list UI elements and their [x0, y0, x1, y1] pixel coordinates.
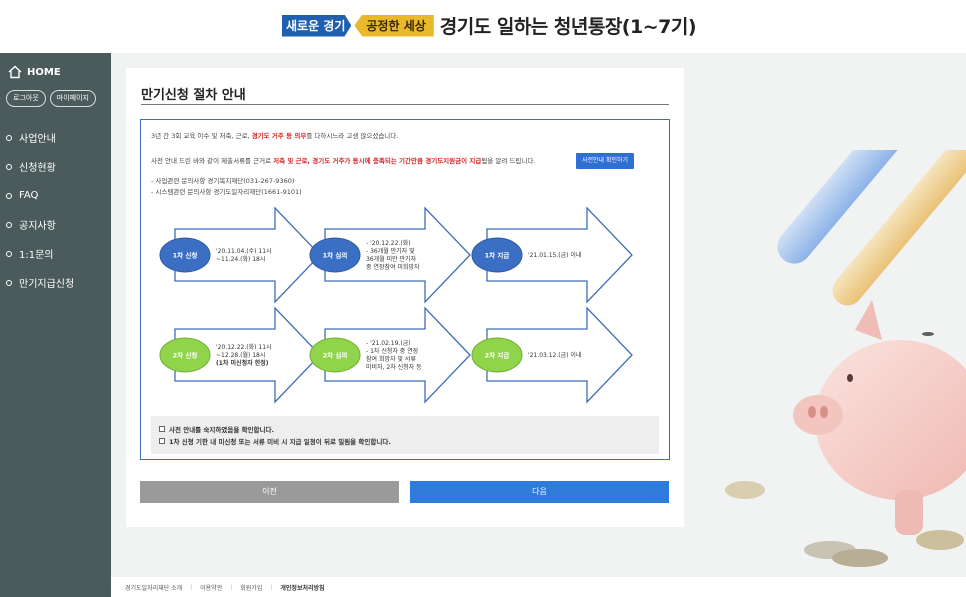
footer-separator: |: [230, 583, 233, 591]
contact-business: - 사업관련 문의사항 경기복지재단(031-267-9360): [151, 177, 295, 185]
flow-step-detail: 중 연장참여 미희망자: [366, 263, 420, 271]
title-divider: [141, 104, 669, 105]
procedure-flow-diagram: 1차 신청 '20.11.04.(수) 11시~11.24.(화) 18시 1차 심…: [159, 206, 633, 404]
flow-arrow: [324, 206, 471, 304]
procedure-frame: 3년 간 3회 교육 이수 및 저축, 근로, 경기도 거주 등 의무를 다하시…: [140, 119, 670, 460]
sidebar-item-notices[interactable]: 공지사항: [6, 210, 106, 239]
footer-link-about[interactable]: 경기도일자리재단 소개: [125, 584, 183, 592]
flow-step-ellipse: [471, 237, 523, 273]
page-header: 새로운 경기 공정한 세상 경기도 일하는 청년통장(1~7기): [0, 0, 966, 53]
footer-separator: |: [190, 583, 193, 591]
home-label: HOME: [27, 66, 61, 78]
flow-step-detail: (1차 미신청자 한정): [216, 359, 269, 367]
flow-arrow: [486, 306, 633, 404]
intro-line-1-highlight: 경기도 거주 등 의무: [251, 132, 307, 140]
bullet-icon: [6, 221, 12, 228]
intro-line-1-tail: 를 다하시느라 고생 많으셨습니다.: [306, 132, 399, 140]
flow-step-label: 1차 지급: [485, 251, 510, 260]
page-title: 경기도 일하는 청년통장(1~7기): [439, 16, 697, 38]
logout-button[interactable]: 로그아웃: [6, 90, 46, 107]
header-title-group: 새로운 경기 공정한 세상 경기도 일하는 청년통장(1~7기): [282, 12, 697, 39]
sidebar-item-inquiry[interactable]: 1:1문의: [6, 239, 106, 268]
footer-separator: |: [270, 583, 273, 591]
footer: 경기도일자리재단 소개 | 이용약관 | 회원가입 | 개인정보처리방침: [111, 577, 966, 597]
contact-system: - 시스템관련 문의사항 경기도일자리재단(1661-9101): [151, 188, 302, 196]
footer-link-signup[interactable]: 회원가입: [240, 584, 263, 592]
footer-link-privacy[interactable]: 개인정보처리방침: [280, 584, 325, 592]
guide-check-button[interactable]: 사전안내 확인하기: [576, 153, 634, 169]
confirm-row-2[interactable]: 1차 신청 기한 내 미신청 또는 서류 미비 시 지급 일정이 뒤로 밀림을 …: [159, 436, 391, 446]
flow-step-ellipse: [159, 337, 211, 373]
section-title: 만기신청 절차 안내: [141, 88, 246, 103]
confirm-label-2: 1차 신청 기한 내 미신청 또는 서류 미비 시 지급 일정이 뒤로 밀림을 …: [169, 438, 391, 446]
confirm-label-1: 사전 안내를 숙지하였음을 확인합니다.: [169, 426, 274, 434]
flow-step-detail: '21.03.12.(금) 이내: [528, 351, 581, 359]
flow-step-detail: ~11.24.(화) 18시: [216, 256, 265, 263]
account-buttons: 로그아웃 마이페이지: [6, 90, 96, 107]
flow-step-detail: 36개월 미만 만기자: [366, 255, 417, 263]
bullet-icon: [6, 250, 12, 257]
home-icon: [8, 65, 22, 79]
sidebar-item-label: 공지사항: [19, 221, 56, 232]
flow-step-label: 2차 심의: [323, 351, 348, 360]
flow-step-detail: 미비자, 2차 신청자 등: [366, 363, 422, 371]
flow-step-label: 2차 지급: [485, 351, 510, 360]
slogan-badge-fair: 공정한 세상: [354, 14, 434, 37]
flow-step-detail: - '20.12.22.(화): [366, 240, 411, 247]
flow-step-detail: '20.12.22.(화) 11시: [216, 344, 272, 351]
sidebar-item-faq[interactable]: FAQ: [6, 181, 106, 210]
flow-step-detail: - 1차 신청자 중 연장: [366, 347, 419, 355]
flow-step-detail: '20.11.04.(수) 11시: [216, 248, 272, 255]
flow-step-label: 2차 신청: [173, 351, 198, 360]
flow-step-ellipse: [471, 337, 523, 373]
intro-line-2: 사전 안내 드린 바와 같이 제출서류를 근거로 저축 및 근로, 경기도 거주…: [151, 155, 535, 165]
flow-arrow: [486, 206, 633, 304]
main-card: 만기신청 절차 안내 3년 간 3회 교육 이수 및 저축, 근로, 경기도 거…: [126, 68, 684, 527]
sidebar: HOME 로그아웃 마이페이지 사업안내 신청현황 FAQ 공지사항 1:1문의…: [0, 53, 111, 597]
footer-link-terms[interactable]: 이용약관: [200, 584, 223, 592]
mypage-button[interactable]: 마이페이지: [49, 90, 96, 107]
confirm-row-1[interactable]: 사전 안내를 숙지하였음을 확인합니다.: [159, 424, 274, 434]
sidebar-item-application-status[interactable]: 신청현황: [6, 152, 106, 181]
flow-step-ellipse: [159, 237, 211, 273]
flow-step-label: 1차 심의: [323, 251, 348, 260]
confirm-checkbox-2[interactable]: [159, 438, 165, 444]
flow-step-detail: - 36개월 만기자 및: [366, 247, 415, 255]
flow-step-detail: '21.01.15.(금) 이내: [528, 251, 581, 259]
flow-step-detail: 참여 희망자 및 서류: [366, 355, 416, 363]
sidebar-item-label: 만기지급신청: [19, 279, 75, 290]
sidebar-item-label: FAQ: [19, 190, 39, 201]
slogan-badge-new: 새로운 경기: [282, 14, 352, 37]
confirm-checkbox-1[interactable]: [159, 426, 165, 432]
intro-line-1: 3년 간 3회 교육 이수 및 저축, 근로, 경기도 거주 등 의무를 다하시…: [151, 130, 398, 140]
home-link[interactable]: HOME: [8, 65, 61, 79]
prev-button[interactable]: 이전: [140, 481, 399, 503]
flow-step-ellipse: [309, 337, 361, 373]
next-button[interactable]: 다음: [410, 481, 669, 503]
flow-step-detail: - '21.02.19.(금): [366, 340, 411, 347]
flow-step-detail: ~12.28.(월) 18시: [216, 351, 265, 359]
intro-line-1-text: 3년 간 3회 교육 이수 및 저축, 근로,: [151, 132, 252, 140]
sidebar-item-label: 신청현황: [19, 163, 56, 174]
sidebar-item-program-info[interactable]: 사업안내: [6, 123, 106, 152]
flow-step-ellipse: [309, 237, 361, 273]
sidebar-item-label: 1:1문의: [19, 250, 54, 261]
bullet-icon: [6, 192, 12, 199]
flow-step-label: 1차 신청: [173, 251, 198, 260]
intro-line-2-highlight: 저축 및 근로, 경기도 거주가 동시에 충족되는 기간만큼 경기도지원금이 지…: [273, 157, 482, 165]
sidebar-item-label: 사업안내: [19, 134, 56, 145]
bullet-icon: [6, 163, 12, 170]
flow-arrow: [174, 206, 321, 304]
intro-line-2-tail: 됨을 알려 드립니다.: [481, 157, 536, 165]
intro-line-2-text: 사전 안내 드린 바와 같이 제출서류를 근거로: [151, 157, 274, 165]
confirmation-area: 사전 안내를 숙지하였음을 확인합니다. 1차 신청 기한 내 미신청 또는 서…: [151, 416, 659, 454]
bullet-icon: [6, 279, 12, 286]
flow-arrow: [324, 306, 471, 404]
bullet-icon: [6, 134, 12, 141]
piggy-bank-illustration: [725, 150, 966, 567]
sidebar-item-maturity-payment[interactable]: 만기지급신청: [6, 268, 106, 297]
flow-arrow: [174, 306, 321, 404]
sidebar-nav: 사업안내 신청현황 FAQ 공지사항 1:1문의 만기지급신청: [6, 123, 106, 297]
